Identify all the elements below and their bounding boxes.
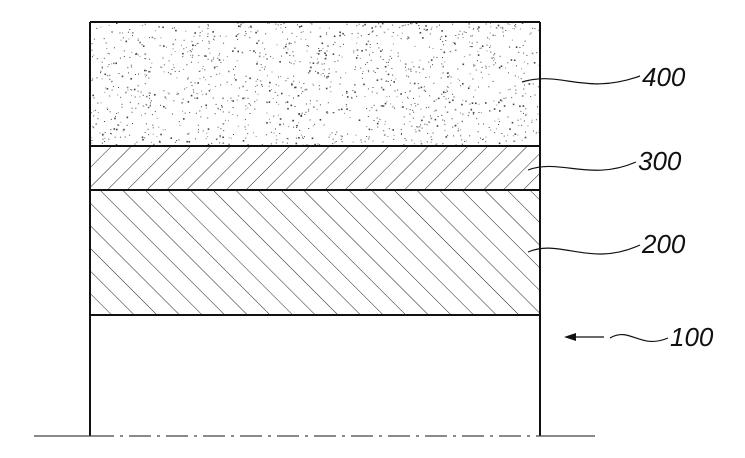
leader-line-200	[527, 244, 641, 255]
label-300: 300	[638, 146, 682, 176]
leader-line-100	[609, 333, 669, 343]
leader-line-300	[527, 161, 637, 171]
stack-outline	[89, 21, 541, 436]
label-400: 400	[642, 62, 686, 92]
layer-200	[90, 190, 540, 315]
leader-line-400	[521, 75, 641, 85]
layer-400	[90, 22, 540, 146]
label-200: 200	[641, 229, 686, 259]
label-100: 100	[670, 322, 714, 352]
layer-300	[90, 146, 540, 190]
arrow-100	[564, 333, 604, 341]
